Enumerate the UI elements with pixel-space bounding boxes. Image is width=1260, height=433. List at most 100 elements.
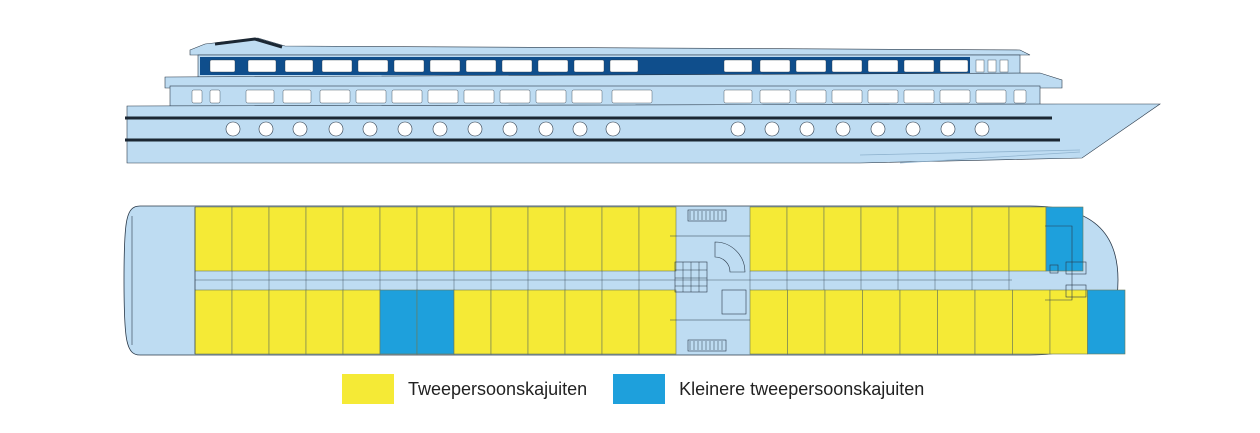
middle-window	[723, 89, 753, 104]
porthole	[764, 121, 780, 137]
corridor	[194, 207, 1012, 354]
legend-label-small: Kleinere tweepersoonskajuiten	[679, 378, 925, 399]
middle-window	[867, 89, 899, 104]
middle-window	[795, 89, 827, 104]
upper-window	[209, 59, 236, 73]
cabin-standard	[342, 206, 381, 272]
sun-deck-roof	[189, 37, 1031, 56]
cabin-standard	[749, 289, 788, 355]
porthole	[502, 121, 518, 137]
cabin-standard	[899, 289, 938, 355]
porthole	[730, 121, 746, 137]
ship-side-view	[125, 37, 1161, 164]
porthole	[940, 121, 956, 137]
middle-window	[759, 89, 791, 104]
cabin-standard	[305, 289, 344, 355]
middle-deck-windows	[191, 89, 1027, 104]
porthole	[467, 121, 483, 137]
cabin-standard	[971, 206, 1010, 272]
cabin-standard	[453, 289, 492, 355]
middle-window	[535, 89, 567, 104]
porthole	[258, 121, 274, 137]
porthole	[905, 121, 921, 137]
upper-window	[831, 59, 863, 73]
cabin-standard	[194, 289, 233, 355]
deck-plan	[123, 205, 1126, 356]
upper-window	[573, 59, 605, 73]
cabin-standard	[231, 289, 270, 355]
cabin-small	[416, 289, 455, 355]
cabin-standard	[860, 206, 899, 272]
porthole	[362, 121, 378, 137]
center-hall	[670, 209, 750, 352]
cabin-standard	[453, 206, 492, 272]
legend-label-standard: Tweepersoonskajuiten	[408, 378, 588, 399]
porthole	[292, 121, 308, 137]
middle-window	[611, 89, 653, 104]
cabin-standard	[305, 206, 344, 272]
middle-window	[463, 89, 495, 104]
center-room	[721, 289, 747, 315]
middle-window	[209, 89, 221, 104]
middle-window	[571, 89, 603, 104]
upper-window	[939, 59, 969, 73]
porthole	[397, 121, 413, 137]
legend-item-standard: Tweepersoonskajuiten	[342, 374, 587, 404]
cabin-standard	[749, 206, 788, 272]
upper-window	[465, 59, 497, 73]
porthole	[538, 121, 554, 137]
cabin-standard	[638, 206, 677, 272]
spiral-stair	[714, 241, 746, 273]
legend-swatch-standard	[342, 374, 394, 404]
cabin-standard	[564, 289, 603, 355]
middle-window	[975, 89, 1007, 104]
hull	[126, 103, 1161, 164]
middle-window	[427, 89, 459, 104]
middle-window	[191, 89, 203, 104]
middle-window	[355, 89, 387, 104]
cabin-standard	[416, 206, 455, 272]
cabin-small	[1087, 289, 1126, 355]
middle-window	[1013, 89, 1027, 104]
porthole	[870, 121, 886, 137]
cabin-standard	[787, 289, 826, 355]
cabin-standard	[194, 206, 233, 272]
upper-deck-edge	[164, 72, 1063, 89]
cabin-standard	[934, 206, 973, 272]
cabin-standard	[638, 289, 677, 355]
cabin-standard	[564, 206, 603, 272]
upper-window	[321, 59, 353, 73]
porthole	[605, 121, 621, 137]
upper-window	[284, 59, 314, 73]
upper-window	[999, 59, 1009, 73]
legend-swatch-small	[613, 374, 666, 404]
upper-window	[723, 59, 753, 73]
middle-window	[245, 89, 275, 104]
upper-window	[357, 59, 389, 73]
upper-window	[795, 59, 827, 73]
cabin-standard	[342, 289, 381, 355]
upper-window	[501, 59, 533, 73]
cabin-standard	[231, 206, 270, 272]
porthole	[328, 121, 344, 137]
hull-bow-line	[859, 149, 1081, 164]
cabin-standard	[823, 206, 862, 272]
cabin-standard	[937, 289, 976, 355]
cabin-standard	[862, 289, 901, 355]
middle-window	[499, 89, 531, 104]
upper-window	[537, 59, 569, 73]
hull-portholes	[225, 121, 990, 137]
upper-window	[609, 59, 639, 73]
upper-window	[247, 59, 277, 73]
porthole	[835, 121, 851, 137]
cabin-standard	[490, 289, 529, 355]
middle-window	[903, 89, 935, 104]
cabin-standard	[1008, 206, 1047, 272]
stairs-top	[687, 209, 727, 222]
cabin-standard	[601, 289, 640, 355]
cabin-standard	[824, 289, 863, 355]
stair-steps	[675, 211, 723, 350]
upper-dark-band	[640, 57, 720, 75]
cabin-standard	[601, 206, 640, 272]
